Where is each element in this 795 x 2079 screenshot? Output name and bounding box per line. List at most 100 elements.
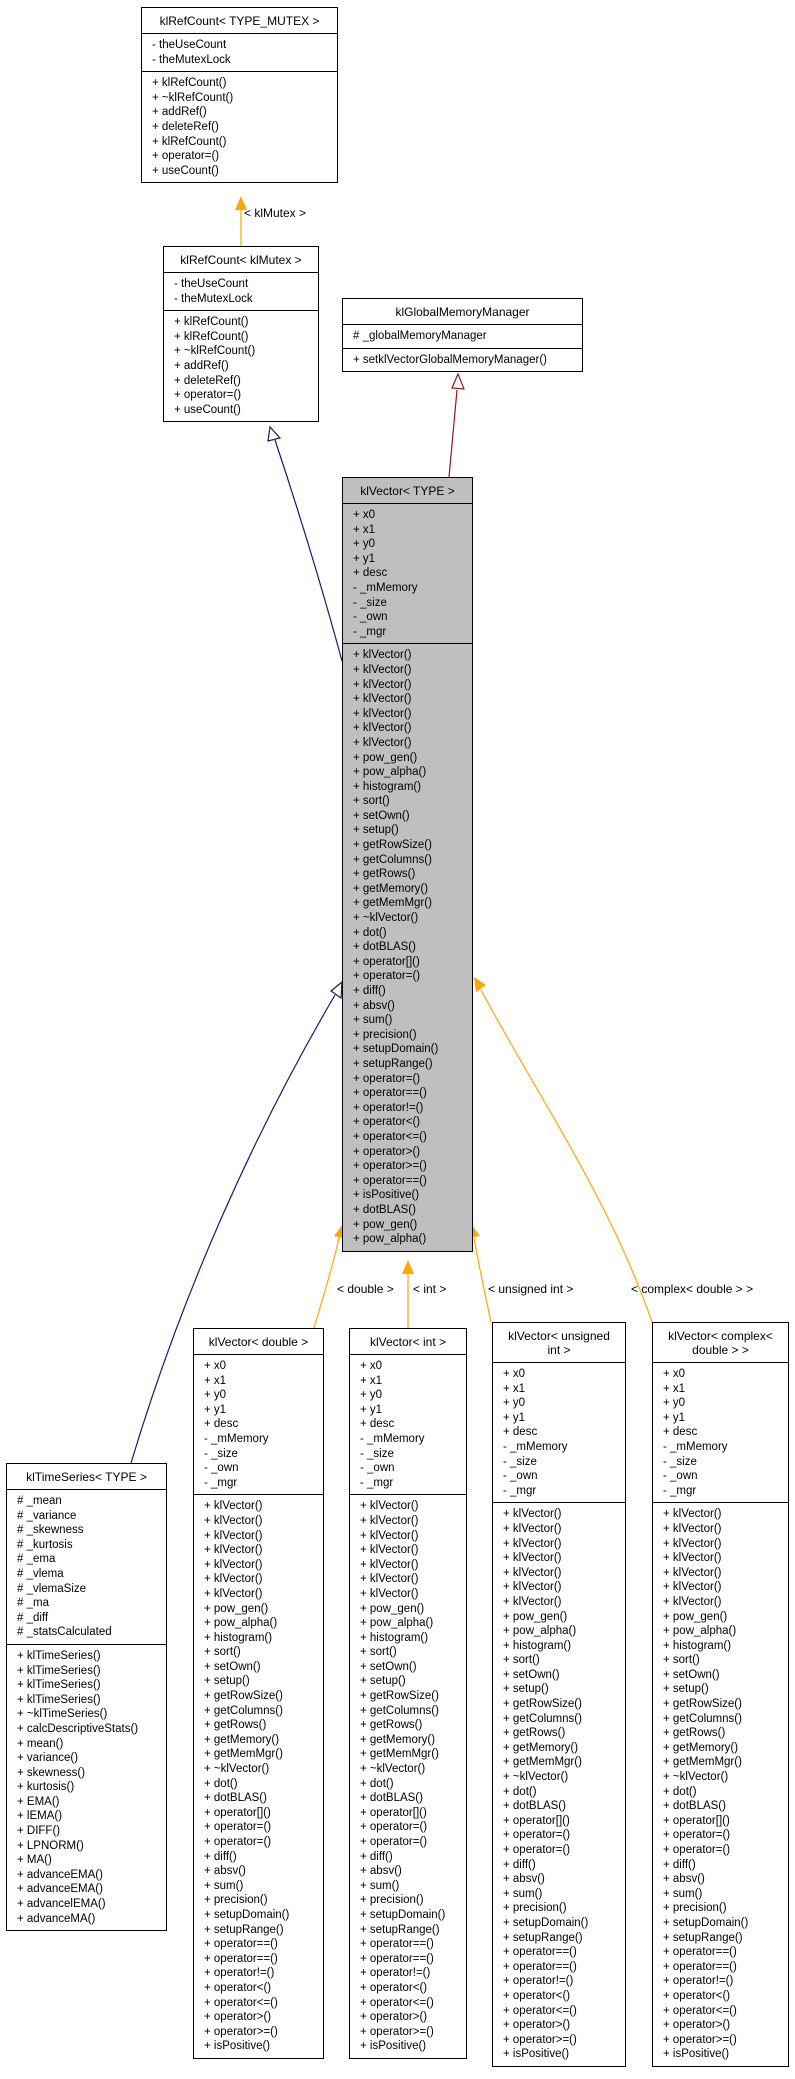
class-title: klVector< unsigned int >: [493, 1323, 625, 1363]
class-klvector-int[interactable]: klVector< int > + x0+ x1+ y0+ y1+ desc- …: [349, 1328, 467, 2059]
class-method: + diff(): [360, 1850, 393, 1863]
class-method: + getRowSize(): [663, 1698, 742, 1711]
class-attribute: + x0: [360, 1360, 383, 1372]
class-method: + setklVectorGlobalMemoryManager(): [353, 353, 547, 366]
class-method: + operator!=(): [503, 1975, 574, 1988]
class-method: + klVector(): [360, 1587, 419, 1600]
class-attribute: # _statsCalculated: [17, 1626, 112, 1639]
class-method: + setOwn(): [663, 1668, 720, 1681]
methods-section: + setklVectorGlobalMemoryManager(): [343, 347, 582, 372]
class-attribute: + x1: [360, 1374, 383, 1387]
class-method: + klVector(): [360, 1514, 419, 1527]
class-method: + klVector(): [663, 1508, 722, 1521]
class-method: + operator[](): [204, 1806, 271, 1819]
class-method: + getRowSize(): [503, 1698, 582, 1711]
class-attribute: + y1: [663, 1411, 686, 1424]
class-method: + DIFF(): [17, 1825, 61, 1838]
class-method: + useCount(): [174, 403, 241, 416]
class-method: + operator<(): [204, 1981, 272, 1994]
class-klvector-type[interactable]: klVector< TYPE > + x0+ x1+ y0+ y1+ desc-…: [342, 477, 473, 1252]
class-attribute: + y1: [204, 1403, 227, 1416]
class-method: + setup(): [503, 1683, 549, 1696]
class-klvector-complex-double[interactable]: klVector< complex< double > > + x0+ x1+ …: [652, 1322, 789, 2067]
arrowhead-template-int: [402, 1260, 414, 1274]
methods-section: + klVector()+ klVector()+ klVector()+ kl…: [194, 1494, 323, 2058]
class-method: + operator<=(): [353, 1130, 427, 1143]
class-method: + klVector(): [204, 1529, 263, 1542]
class-refcount-mutex[interactable]: klRefCount< TYPE_MUTEX > - theUseCount- …: [141, 7, 338, 184]
class-method: + klVector(): [503, 1581, 562, 1594]
class-method: + deleteRef(): [152, 120, 219, 133]
class-method: + setupDomain(): [360, 1908, 446, 1921]
class-method: + getMemory(): [360, 1733, 436, 1746]
class-attribute: + x0: [663, 1368, 686, 1380]
class-global-memory-manager[interactable]: klGlobalMemoryManager # _globalMemoryMan…: [342, 298, 583, 373]
class-method: + absv(): [663, 1873, 705, 1886]
class-method: + operator>(): [503, 2019, 571, 2032]
class-method: + absv(): [353, 999, 395, 1012]
class-refcount-klmutex[interactable]: klRefCount< klMutex > - theUseCount- the…: [163, 246, 319, 423]
class-method: + operator==(): [360, 1952, 434, 1965]
class-method: + klRefCount(): [174, 330, 249, 343]
class-method: + histogram(): [360, 1631, 429, 1644]
class-method: + diff(): [353, 985, 386, 997]
class-attribute: + desc: [204, 1418, 239, 1431]
class-timeseries[interactable]: klTimeSeries< TYPE > # _mean# _variance#…: [6, 1463, 167, 1932]
class-method: + pow_alpha(): [663, 1625, 737, 1638]
arrowhead-inherit-timeseries: [330, 980, 343, 1000]
class-method: + klVector(): [360, 1500, 419, 1513]
class-method: + getMemory(): [663, 1741, 739, 1754]
class-method: + absv(): [503, 1873, 545, 1886]
arrowhead-usage-memmgr: [451, 372, 465, 390]
class-method: + getMemory(): [503, 1741, 579, 1754]
class-klvector-unsigned-int[interactable]: klVector< unsigned int > + x0+ x1+ y0+ y…: [492, 1322, 626, 2067]
class-method: + operator=(): [360, 1836, 428, 1848]
class-method: + klVector(): [353, 663, 412, 676]
arrowhead-template-klmutex: [235, 196, 247, 210]
class-method: + precision(): [503, 1902, 567, 1915]
class-method: + setup(): [360, 1675, 406, 1688]
class-method: + operator=(): [152, 150, 220, 163]
class-method: + getColumns(): [353, 853, 432, 866]
class-method: + getRowSize(): [360, 1690, 439, 1703]
class-method: + operator=(): [353, 970, 421, 983]
class-method: + sort(): [360, 1646, 397, 1659]
class-attribute: # _mean: [17, 1495, 62, 1507]
class-method: + advanceEMA(): [17, 1883, 103, 1896]
class-method: + operator==(): [503, 1946, 577, 1959]
class-method: + setupRange(): [360, 1923, 440, 1936]
class-method: + operator==(): [353, 1174, 427, 1187]
class-method: + dotBLAS(): [503, 1800, 566, 1813]
class-method: + getRows(): [360, 1719, 423, 1732]
class-method: + advanceMA(): [17, 1912, 96, 1925]
edge-label-complex-double: < complex< double > >: [631, 1282, 754, 1296]
class-method: + operator=(): [174, 389, 242, 402]
class-method: + klTimeSeries(): [17, 1679, 101, 1692]
class-method: + precision(): [204, 1894, 268, 1907]
class-method: + operator>=(): [353, 1160, 427, 1173]
class-method: + operator>=(): [204, 2025, 278, 2038]
class-attribute: - _mMemory: [663, 1440, 728, 1453]
class-attribute: # _ema: [17, 1553, 56, 1566]
class-method: + pow_gen(): [204, 1602, 269, 1615]
class-method: + getRowSize(): [204, 1690, 283, 1703]
class-method: + operator>(): [353, 1145, 421, 1158]
class-attribute: # _vlemaSize: [17, 1582, 87, 1595]
class-method: + klVector(): [353, 649, 412, 662]
class-attribute: + y0: [360, 1389, 383, 1402]
class-title: klVector< double >: [194, 1329, 323, 1355]
class-klvector-double[interactable]: klVector< double > + x0+ x1+ y0+ y1+ des…: [193, 1328, 324, 2059]
class-method: + operator>=(): [663, 2033, 737, 2046]
class-method: + getColumns(): [360, 1704, 439, 1717]
class-method: + klVector(): [360, 1558, 419, 1571]
class-method: + dotBLAS(): [663, 1800, 726, 1813]
class-title: klVector< complex< double > >: [653, 1323, 788, 1363]
class-method: + ~klRefCount(): [152, 91, 234, 104]
class-method: + setupDomain(): [503, 1916, 589, 1929]
attributes-section: # _mean# _variance# _skewness# _kurtosis…: [7, 1490, 166, 1644]
edge-template-complex: [480, 989, 653, 1323]
class-attribute: # _variance: [17, 1509, 77, 1522]
class-method: + MA(): [17, 1854, 52, 1867]
class-method: + operator[](): [663, 1814, 730, 1827]
class-method: + operator>(): [663, 2019, 731, 2032]
